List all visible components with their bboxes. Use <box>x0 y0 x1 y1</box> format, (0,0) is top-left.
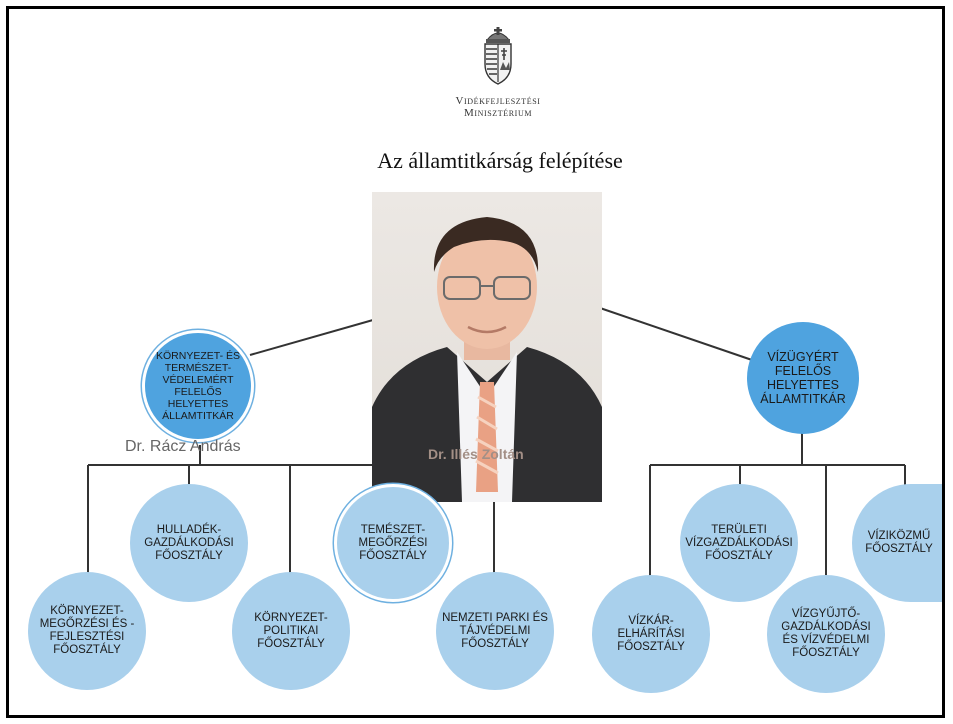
portrait-image <box>372 217 602 502</box>
department-node-right-4: Víziközmű főosztály <box>852 484 942 602</box>
deputy-right-node: Vízügyért felelős helyettes államtitkár <box>747 322 859 434</box>
deputy-left-label: Környezet- és természet- védelemért fele… <box>155 350 240 422</box>
department-right-4-label: Víziközmű főosztály <box>865 530 933 555</box>
slide-frame-right <box>942 6 945 718</box>
department-node-right-1: Vízkár- elhárítási főosztály <box>592 575 710 693</box>
ministry-name: Vidékfejlesztési Minisztérium <box>398 95 598 119</box>
department-left-3-label: Környezet- politikai főosztály <box>254 611 328 650</box>
slide-frame-bottom <box>6 715 945 718</box>
department-node-right-3: Vízgyűjtő- gazdálkodási és vízvédelmi fő… <box>767 575 885 693</box>
connector-head-right <box>599 307 753 361</box>
department-right-1-label: Vízkár- elhárítási főosztály <box>617 614 685 653</box>
head-name: Dr. Illés Zoltán <box>428 446 524 462</box>
department-left-2-label: Hulladék- gazdálkodási főosztály <box>144 523 234 562</box>
hungarian-coat-of-arms-icon <box>484 27 512 85</box>
department-node-left-4: Temészet- megőrzési főosztály <box>334 484 452 602</box>
department-node-left-1: Környezet- megőrzési és -fejlesztési főo… <box>28 572 146 690</box>
ministry-line-2: Minisztérium <box>463 107 533 119</box>
deputy-left-node: Környezet- és természet- védelemért fele… <box>142 330 254 442</box>
department-left-4-label: Temészet- megőrzési főosztály <box>358 523 428 562</box>
department-left-5-label: Nemzeti parki és tájvédelmi főosztály <box>442 611 548 650</box>
department-node-left-5: Nemzeti parki és tájvédelmi főosztály <box>436 572 554 690</box>
department-right-2-label: Területi vízgazdálkodási főosztály <box>685 523 793 562</box>
connector-head-left <box>249 317 381 356</box>
slide-frame <box>6 6 945 718</box>
deputy-right-label: Vízügyért felelős helyettes államtitkár <box>760 350 846 406</box>
head-photo <box>372 192 602 502</box>
department-node-left-2: Hulladék- gazdálkodási főosztály <box>130 484 248 602</box>
department-left-1-label: Környezet- megőrzési és -fejlesztési főo… <box>39 605 135 656</box>
deputy-left-name: Dr. Rácz András <box>125 438 241 455</box>
department-right-3-label: Vízgyűjtő- gazdálkodási és vízvédelmi fő… <box>781 608 871 659</box>
department-node-left-3: Környezet- politikai főosztály <box>232 572 350 690</box>
department-node-right-2: Területi vízgazdálkodási főosztály <box>680 484 798 602</box>
page-title: Az államtitkárság felépítése <box>377 148 623 173</box>
ministry-line-1: Vidékfejlesztési <box>455 95 541 107</box>
